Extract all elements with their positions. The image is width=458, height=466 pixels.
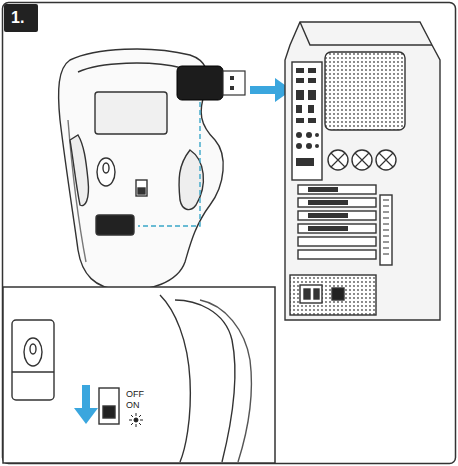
frame [3,3,456,464]
step-badge: 1. [4,4,38,32]
switch-label: OFF [126,389,144,400]
mouse [59,49,224,290]
step-number: 1. [11,8,31,28]
light-symbol [129,413,143,427]
inset [3,287,275,463]
pc-tower [285,22,440,320]
usb-receiver [177,66,245,100]
leader-line [138,102,200,226]
switch-label: ON [126,400,140,411]
